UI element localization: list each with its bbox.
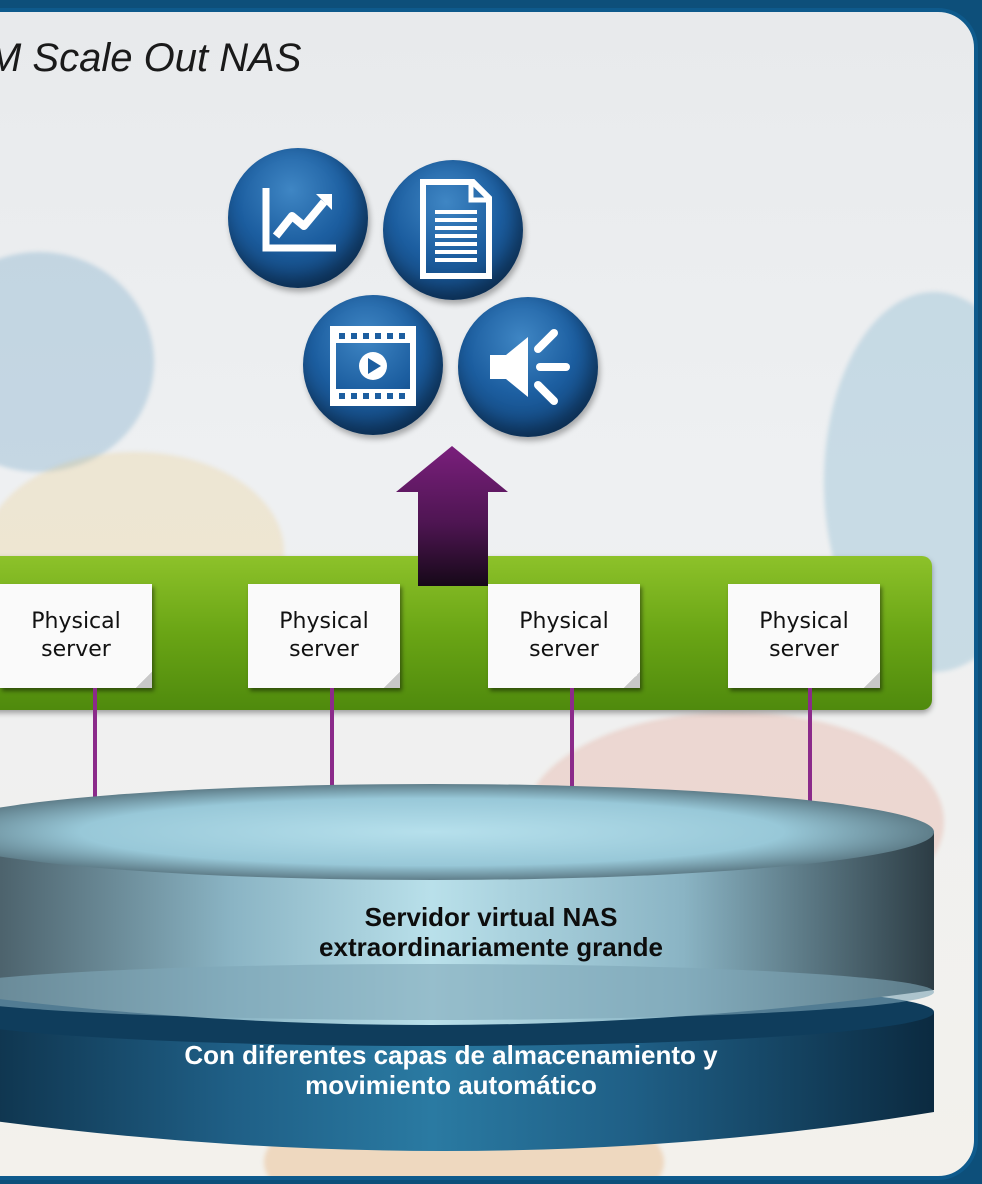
chart-icon <box>228 148 368 288</box>
document-icon <box>383 160 523 300</box>
server-label-line2: server <box>41 637 111 662</box>
storage-bottom-line1: Con diferentes capas de almacenamiento y <box>184 1040 718 1070</box>
physical-server: Physical server <box>248 584 400 688</box>
server-connector <box>808 688 812 808</box>
server-label-line2: server <box>529 637 599 662</box>
server-connector <box>93 688 97 808</box>
slide-title: M Scale Out NAS <box>0 36 302 80</box>
physical-server: Physical server <box>0 584 152 688</box>
background-blob <box>524 712 944 932</box>
storage-top-line1: Servidor virtual NAS <box>364 902 618 932</box>
storage-bottom-line2: movimiento automático <box>305 1070 597 1100</box>
physical-server: Physical server <box>488 584 640 688</box>
server-label-line2: server <box>769 637 839 662</box>
audio-icon <box>458 297 598 437</box>
background-blob <box>264 1092 664 1176</box>
storage-top-label: Servidor virtual NAS extraordinariamente… <box>0 902 982 962</box>
video-icon <box>303 295 443 435</box>
server-label-line1: Physical <box>279 609 369 634</box>
server-label-line2: server <box>289 637 359 662</box>
server-connector <box>570 688 574 800</box>
server-label-line1: Physical <box>31 609 121 634</box>
server-label-line1: Physical <box>519 609 609 634</box>
server-label-line1: Physical <box>759 609 849 634</box>
physical-server: Physical server <box>728 584 880 688</box>
storage-top-line2: extraordinariamente grande <box>319 932 663 962</box>
storage-bottom-label: Con diferentes capas de almacenamiento y… <box>0 1040 942 1100</box>
server-connector <box>330 688 334 800</box>
up-arrow-icon <box>396 446 508 586</box>
